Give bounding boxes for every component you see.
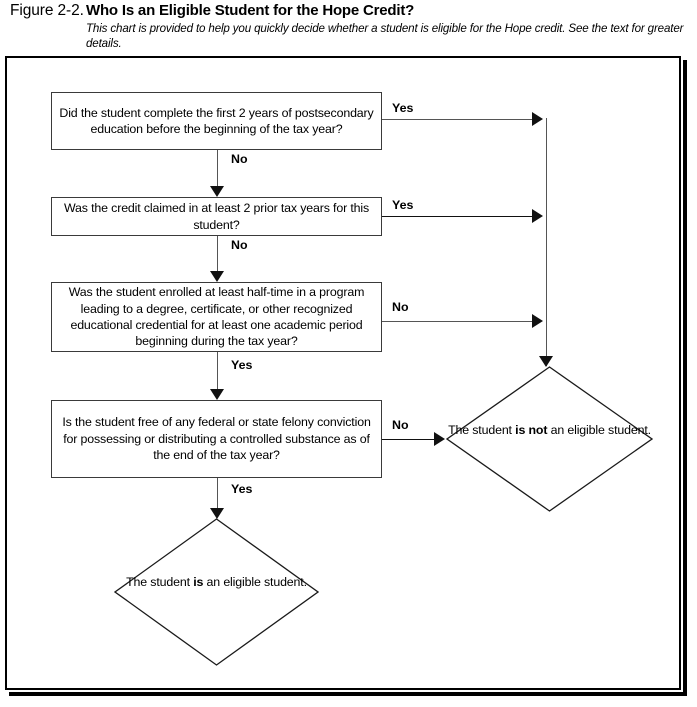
outcome-lead: The student <box>126 575 194 589</box>
connector-q3-no <box>382 321 534 322</box>
branch-label-q2-no: No <box>231 238 248 252</box>
arrowhead-q4-to-eligible <box>210 508 224 519</box>
diamond-shape-icon <box>446 366 653 512</box>
branch-label-q4-yes: Yes <box>231 482 253 496</box>
connector-q1-yes <box>382 119 534 120</box>
figure-label: Figure 2-2. <box>10 2 84 19</box>
arrowhead-spine-to-not-eligible <box>539 356 553 367</box>
figure-subtitle: This chart is provided to help you quick… <box>86 22 684 50</box>
branch-label-q3-no: No <box>392 300 409 314</box>
outcome-tail: an eligible student. <box>547 423 651 437</box>
outcome-lead: The student <box>448 423 516 437</box>
connector-right-spine <box>546 118 547 366</box>
branch-label-q3-yes: Yes <box>231 358 253 372</box>
connector-q4-no <box>382 439 438 440</box>
arrowhead-q1-yes <box>532 112 543 126</box>
connector-q2-to-q3 <box>217 236 218 274</box>
figure-header: Figure 2-2. Who Is an Eligible Student f… <box>0 0 697 52</box>
page-shadow-bottom <box>9 692 687 696</box>
chart-frame <box>5 56 681 690</box>
question-box-3[interactable]: Was the student enrolled at least half-t… <box>51 282 382 352</box>
outcome-tail: an eligible student. <box>203 575 307 589</box>
question-box-2[interactable]: Was the credit claimed in at least 2 pri… <box>51 197 382 236</box>
branch-label-q2-yes: Yes <box>392 198 414 212</box>
branch-label-q4-no: No <box>392 418 409 432</box>
figure-title: Who Is an Eligible Student for the Hope … <box>86 2 415 19</box>
outcome-text-eligible: The student is an eligible student. <box>114 574 319 590</box>
connector-q4-to-eligible <box>217 478 218 511</box>
outcome-diamond-eligible[interactable]: The student is an eligible student. <box>114 518 319 666</box>
arrowhead-q4-no <box>434 432 445 446</box>
arrowhead-q3-no <box>532 314 543 328</box>
arrowhead-q1-to-q2 <box>210 186 224 197</box>
arrowhead-q2-yes <box>532 209 543 223</box>
arrowhead-q2-to-q3 <box>210 271 224 282</box>
branch-label-q1-no: No <box>231 152 248 166</box>
outcome-emphasis: is <box>193 575 204 589</box>
outcome-text-not-eligible: The student is not an eligible student. <box>446 422 653 438</box>
outcome-emphasis: is not <box>515 423 548 437</box>
connector-q3-to-q4 <box>217 352 218 392</box>
arrowhead-q3-to-q4 <box>210 389 224 400</box>
connector-q2-yes <box>382 216 534 217</box>
page-shadow-right <box>683 60 687 696</box>
diamond-shape-icon <box>114 518 319 666</box>
outcome-diamond-not-eligible[interactable]: The student is not an eligible student. <box>446 366 653 512</box>
question-box-1[interactable]: Did the student complete the first 2 yea… <box>51 92 382 150</box>
question-box-4[interactable]: Is the student free of any federal or st… <box>51 400 382 478</box>
connector-q1-to-q2 <box>217 150 218 189</box>
branch-label-q1-yes: Yes <box>392 101 414 115</box>
